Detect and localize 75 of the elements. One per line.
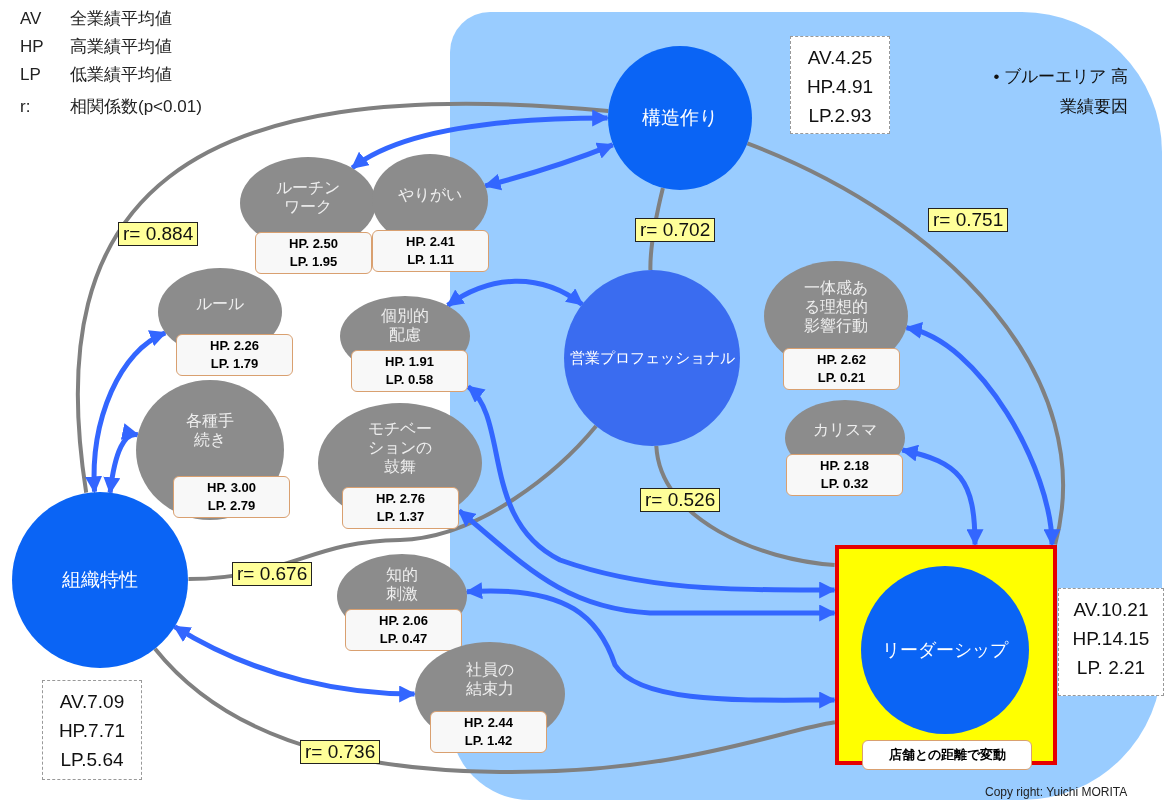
factor-label: 社員の結束力 [466, 659, 514, 698]
score-value: LP. 0.32 [819, 475, 870, 493]
score-value: HP. 2.18 [819, 457, 870, 475]
factor-label: モチベーションの鼓舞 [368, 418, 432, 476]
score-value: HP. 1.91 [384, 353, 435, 371]
key-abbreviation: HP [20, 36, 44, 57]
score-value: LP. 2.79 [206, 497, 257, 515]
connector-line [746, 141, 1065, 545]
score-value: HP. 2.26 [209, 337, 260, 355]
arrow [446, 278, 584, 308]
score-value: LP. 0.21 [816, 369, 867, 387]
arrow [350, 109, 610, 170]
score-value: LP. 1.79 [209, 355, 260, 373]
arrow [465, 582, 837, 709]
score-value: LP. 1.37 [375, 508, 426, 526]
score-value: HP. 2.50 [288, 235, 339, 253]
key-abbreviation: LP [20, 64, 41, 85]
stat-value: AV.7.09 [58, 690, 126, 714]
area-caption: • ブルーエリア 高業績要因 [992, 66, 1128, 118]
connector-line [654, 445, 835, 567]
factor-label: カリスマ [812, 419, 878, 439]
factor-label: やりがい [397, 184, 463, 204]
arrow [904, 324, 1060, 547]
score-value: HP. 2.41 [405, 233, 456, 251]
factor-circle: 営業プロフェッショナル [564, 270, 740, 446]
factor-label: ルーチンワーク [276, 177, 340, 216]
arrow [466, 384, 837, 599]
arrow [103, 425, 140, 495]
score-value: LP. 0.58 [384, 371, 435, 389]
score-value: HP. 3.00 [206, 479, 257, 497]
factor-circle: 構造作り [608, 46, 752, 190]
score-value: HP. 2.62 [816, 351, 867, 369]
factor-label: 知的刺激 [385, 564, 419, 603]
arrow [483, 142, 615, 191]
edge-label: r= 0.751 [928, 208, 1009, 232]
note-box: 店舗との距離で変動 [862, 740, 1032, 770]
key-description: 高業績平均値 [70, 36, 172, 57]
factor-label: 各種手続き [186, 411, 234, 449]
key-description: 低業績平均値 [70, 64, 172, 85]
arrow [457, 508, 837, 622]
factor-circle: 組織特性 [12, 492, 188, 668]
score-value: LP. 1.42 [463, 732, 514, 750]
key-abbreviation: AV [20, 8, 42, 29]
score-value: LP. 0.47 [378, 630, 429, 648]
key-description: 全業績平均値 [70, 8, 172, 29]
stat-value: AV.4.25 [806, 46, 874, 70]
stat-value: HP.4.91 [805, 75, 875, 99]
edge-label: r= 0.884 [118, 222, 199, 246]
score-value: HP. 2.06 [378, 612, 429, 630]
factor-label: 一体感ある理想的影響行動 [804, 278, 868, 335]
score-value: HP. 2.76 [375, 490, 426, 508]
edge-label: r= 0.676 [232, 562, 313, 586]
factor-label: ルール [195, 293, 245, 313]
key-abbreviation: r: [20, 96, 31, 117]
stat-value: AV.10.21 [1072, 598, 1150, 622]
arrow [85, 330, 167, 494]
edge-label: r= 0.736 [300, 740, 381, 764]
stat-value: LP.5.64 [59, 748, 125, 772]
score-value: LP. 1.95 [288, 253, 339, 271]
connector-line [76, 102, 609, 493]
connector-line [153, 647, 836, 774]
stat-value: LP. 2.21 [1075, 656, 1147, 680]
edge-label: r= 0.702 [635, 218, 716, 242]
score-value: LP. 1.11 [406, 251, 455, 269]
arrow [900, 445, 984, 547]
edge-label: r= 0.526 [640, 488, 721, 512]
stat-value: HP.7.71 [57, 719, 127, 743]
factor-label: 個別的配慮 [381, 306, 429, 344]
arrow [173, 624, 417, 703]
stat-value: LP.2.93 [807, 104, 873, 128]
connector-line [188, 424, 598, 582]
copyright-note: Copy right: Yuichi MORITA [985, 784, 1128, 800]
score-value: HP. 2.44 [463, 714, 514, 732]
key-description: 相関係数(p<0.01) [70, 96, 202, 117]
stat-value: HP.14.15 [1071, 627, 1151, 651]
